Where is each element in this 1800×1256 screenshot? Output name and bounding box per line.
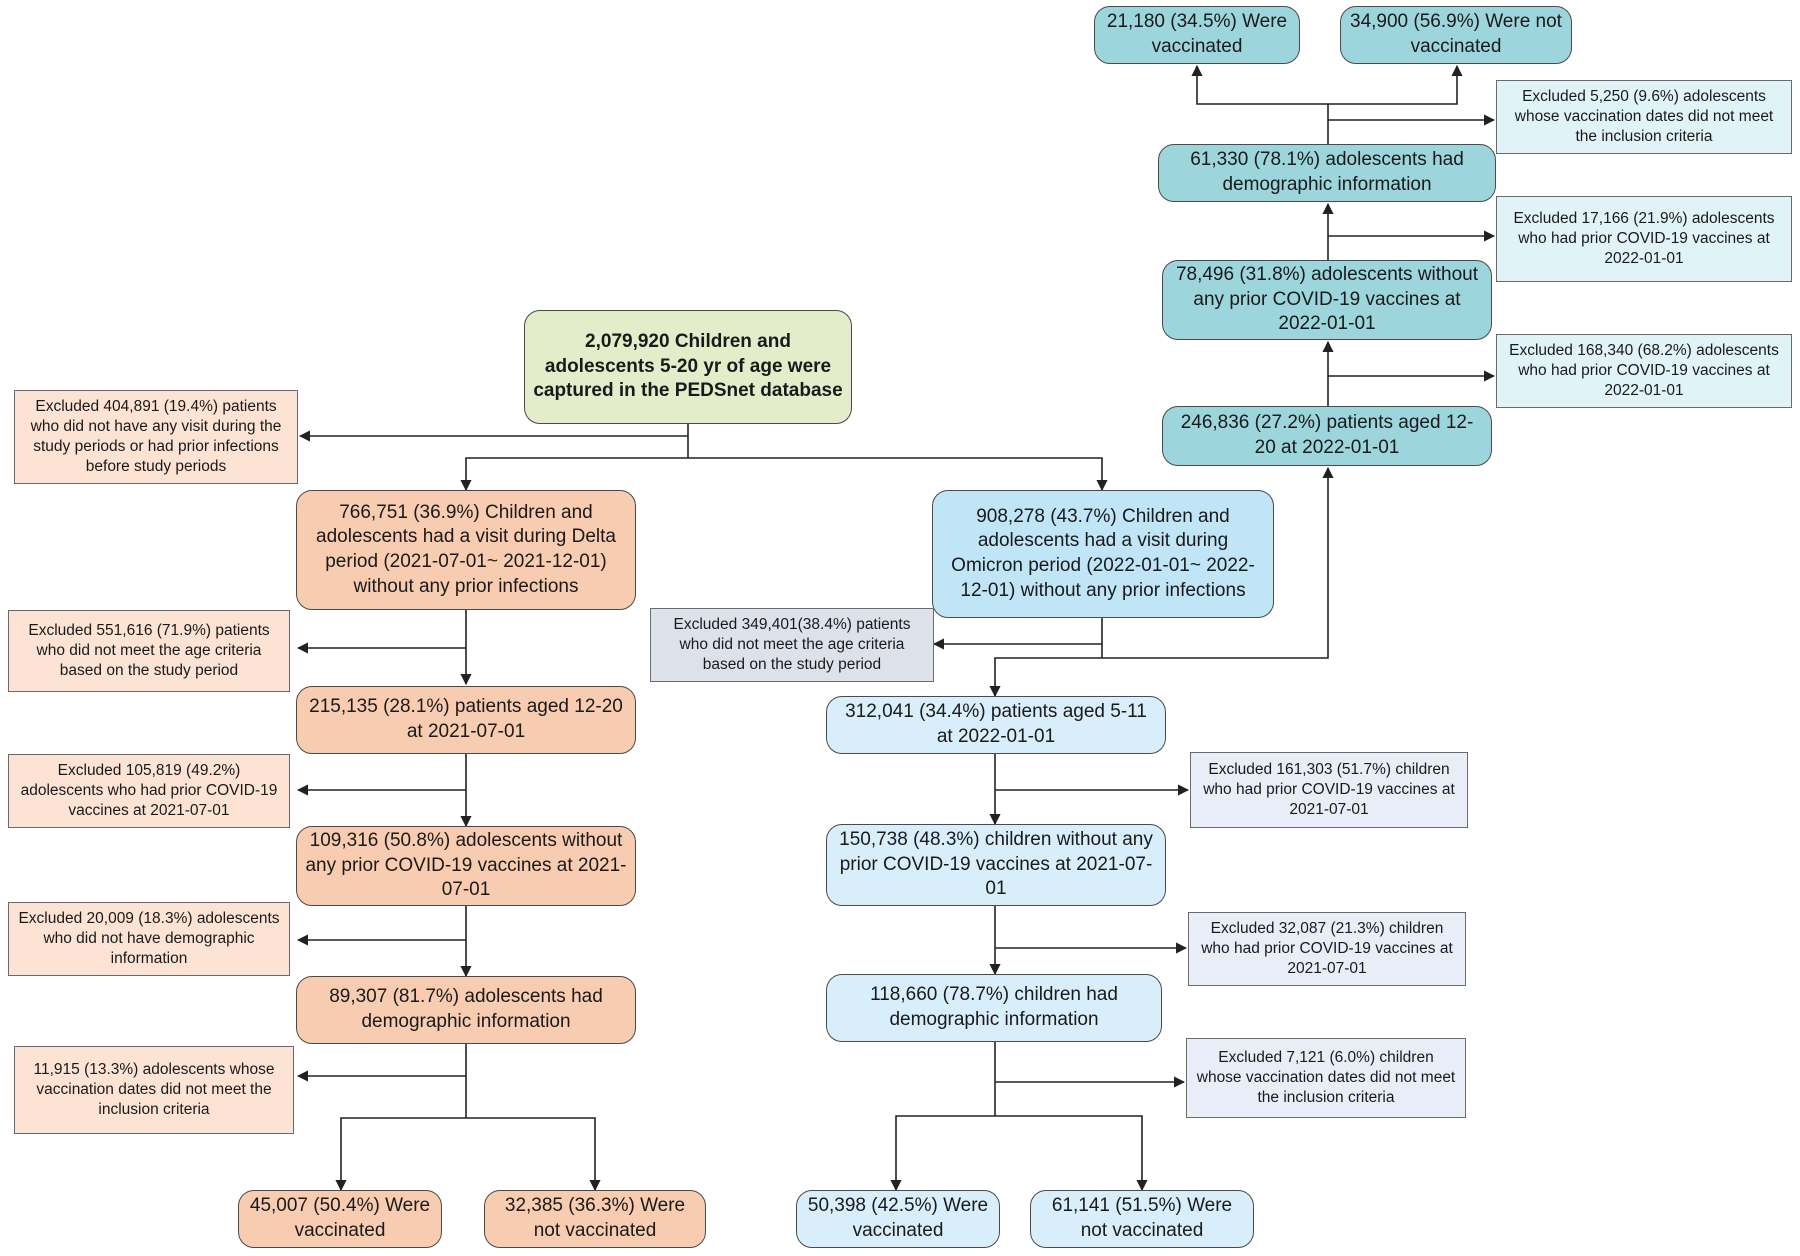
- omicron-age-exclusion-box: Excluded 349,401(38.4%) patients who did…: [650, 608, 934, 682]
- delta-age-exclusion-box: Excluded 551,616 (71.9%) patients who di…: [8, 610, 290, 692]
- root-to-delta-arrow: [460, 457, 688, 492]
- root-population-box: 2,079,920 Children and adolescents 5-20 …: [524, 310, 852, 424]
- delta-to-not-vaccinated-arrow: [466, 1117, 601, 1192]
- omicron-to-children-arrow: [989, 657, 1102, 698]
- omicron-to-adolescents-arrow: [1102, 466, 1334, 659]
- adol-prior2-exclusion-box: Excluded 17,166 (21.9%) adolescents who …: [1496, 196, 1792, 282]
- children-prior-exclusion-box: Excluded 161,303 (51.7%) children who ha…: [1190, 752, 1468, 828]
- delta-to-vaccinated-arrow: [335, 1117, 466, 1192]
- children-prior2-exclusion-box: Excluded 32,087 (21.3%) children who had…: [1188, 912, 1466, 986]
- children-not-vaccinated-box: 61,141 (51.5%) Were not vaccinated: [1030, 1190, 1254, 1248]
- children-vaccinated-box: 50,398 (42.5%) Were vaccinated: [796, 1190, 1000, 1248]
- children-to-vaccinated-arrow: [890, 1115, 995, 1192]
- adol-demo-box: 61,330 (78.1%) adolescents had demograph…: [1158, 144, 1496, 202]
- adol-vaccinated-box: 21,180 (34.5%) Were vaccinated: [1094, 6, 1300, 64]
- adol-aged-box: 246,836 (27.2%) patients aged 12-20 at 2…: [1162, 406, 1492, 466]
- adol-without-box: 78,496 (31.8%) adolescents without any p…: [1162, 260, 1492, 340]
- delta-demo-box: 89,307 (81.7%) adolescents had demograph…: [296, 976, 636, 1044]
- adol-to-not-vaccinated-arrow: [1328, 64, 1463, 105]
- root-to-omicron-arrow: [688, 457, 1108, 492]
- omicron-period-box: 908,278 (43.7%) Children and adolescents…: [932, 490, 1274, 618]
- children-without-box: 150,738 (48.3%) children without any pri…: [826, 824, 1166, 906]
- delta-period-box: 766,751 (36.9%) Children and adolescents…: [296, 490, 636, 610]
- adol-to-vaccinated-arrow: [1191, 64, 1328, 105]
- delta-prior-exclusion-box: Excluded 105,819 (49.2%) adolescents who…: [8, 754, 290, 828]
- root-exclusion-box: Excluded 404,891 (19.4%) patients who di…: [14, 390, 298, 484]
- delta-not-vaccinated-box: 32,385 (36.3%) Were not vaccinated: [484, 1190, 706, 1248]
- adol-not-vaccinated-box: 34,900 (56.9%) Were not vaccinated: [1340, 6, 1572, 64]
- delta-aged-box: 215,135 (28.1%) patients aged 12-20 at 2…: [296, 686, 636, 754]
- children-aged-box: 312,041 (34.4%) patients aged 5-11 at 20…: [826, 696, 1166, 754]
- children-to-not-vaccinated-arrow: [995, 1115, 1148, 1192]
- adol-prior-exclusion-box: Excluded 168,340 (68.2%) adolescents who…: [1496, 334, 1792, 408]
- delta-vaccinated-box: 45,007 (50.4%) Were vaccinated: [238, 1190, 442, 1248]
- delta-without-box: 109,316 (50.8%) adolescents without any …: [296, 826, 636, 906]
- children-demo-box: 118,660 (78.7%) children had demographic…: [826, 974, 1162, 1042]
- adol-dates-exclusion-box: Excluded 5,250 (9.6%) adolescents whose …: [1496, 80, 1792, 154]
- delta-demo-exclusion-box: Excluded 20,009 (18.3%) adolescents who …: [8, 902, 290, 976]
- children-dates-exclusion-box: Excluded 7,121 (6.0%) children whose vac…: [1186, 1038, 1466, 1118]
- delta-dates-exclusion-box: 11,915 (13.3%) adolescents whose vaccina…: [14, 1046, 294, 1134]
